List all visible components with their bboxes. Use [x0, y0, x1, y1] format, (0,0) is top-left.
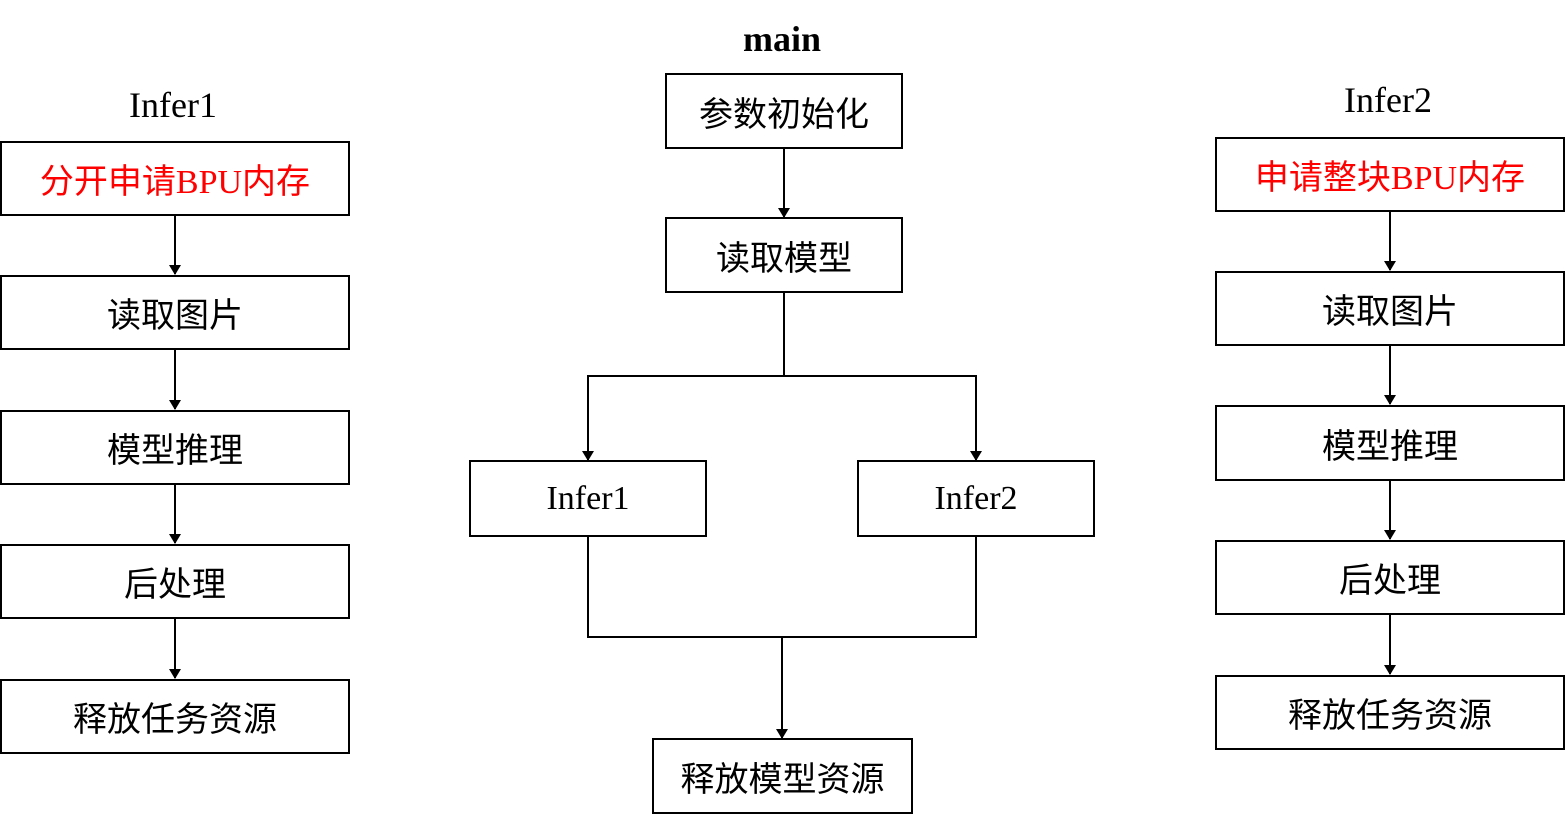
- infer1-step-alloc: 分开申请BPU内存: [0, 141, 350, 216]
- main-step-init: 参数初始化: [665, 73, 903, 149]
- infer1-step-read-image: 读取图片: [0, 275, 350, 350]
- infer1-step-postprocess: 后处理: [0, 544, 350, 619]
- infer1-step-release: 释放任务资源: [0, 679, 350, 754]
- arrow-to-infer1: [582, 375, 784, 461]
- infer2-step-alloc: 申请整块BPU内存: [1215, 137, 1565, 212]
- connector-join: [587, 536, 977, 638]
- infer2-step-release: 释放任务资源: [1215, 675, 1565, 750]
- main-branch-infer1: Infer1: [469, 460, 707, 537]
- main-branch-infer2: Infer2: [857, 460, 1095, 537]
- infer1-step-inference: 模型推理: [0, 410, 350, 485]
- main-title: main: [742, 19, 822, 59]
- arrow-to-infer2: [784, 375, 982, 461]
- main-step-release-model: 释放模型资源: [652, 738, 913, 814]
- infer2-step-inference: 模型推理: [1215, 405, 1565, 481]
- main-step-load-model: 读取模型: [665, 217, 903, 293]
- infer1-title: Infer1: [129, 85, 217, 125]
- infer2-title: Infer2: [1344, 80, 1432, 120]
- infer2-step-read-image: 读取图片: [1215, 271, 1565, 346]
- infer2-step-postprocess: 后处理: [1215, 540, 1565, 615]
